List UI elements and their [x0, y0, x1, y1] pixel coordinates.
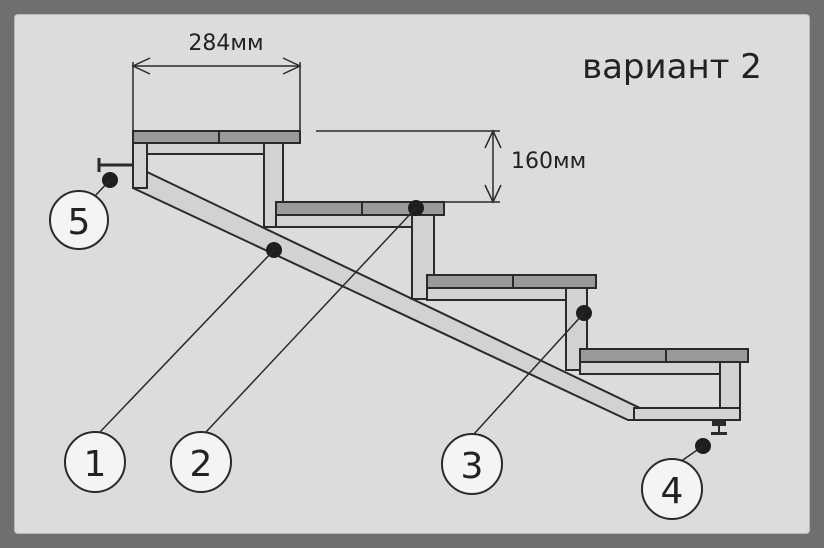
tread-width-label: 284мм: [188, 31, 263, 56]
frame-bar: [426, 287, 588, 301]
tread-board: [132, 130, 220, 144]
callout-1-label: 1: [84, 444, 107, 485]
dimension-tread-width: 284мм: [131, 31, 302, 130]
tread-board: [665, 348, 749, 363]
callout-5: 5: [49, 190, 109, 250]
step-4: [579, 348, 749, 435]
frame-post: [132, 142, 148, 189]
tread-board: [218, 130, 301, 144]
step-3: [426, 274, 597, 371]
tread-board: [512, 274, 597, 289]
frame-bar: [275, 214, 435, 228]
step-1: [97, 130, 301, 228]
callout-5-label: 5: [68, 202, 91, 243]
callout-2: 2: [170, 431, 232, 493]
frame-bar: [132, 142, 284, 155]
riser-height-label: 160мм: [511, 149, 586, 174]
tread-board: [361, 201, 445, 216]
leader-lines: [94, 179, 704, 463]
tread-board: [579, 348, 667, 363]
callout-4: 4: [641, 458, 703, 520]
callout-3-label: 3: [461, 446, 484, 487]
diagram-title: вариант 2: [582, 47, 762, 87]
base-bar: [633, 407, 741, 421]
dimension-riser-height: 160мм: [316, 129, 586, 204]
frame-bar: [579, 361, 741, 375]
callout-3: 3: [441, 433, 503, 495]
tread-board: [426, 274, 514, 289]
callout-4-label: 4: [661, 471, 684, 512]
tread-board: [275, 201, 363, 216]
callout-2-label: 2: [190, 444, 213, 485]
callout-1: 1: [64, 431, 126, 493]
